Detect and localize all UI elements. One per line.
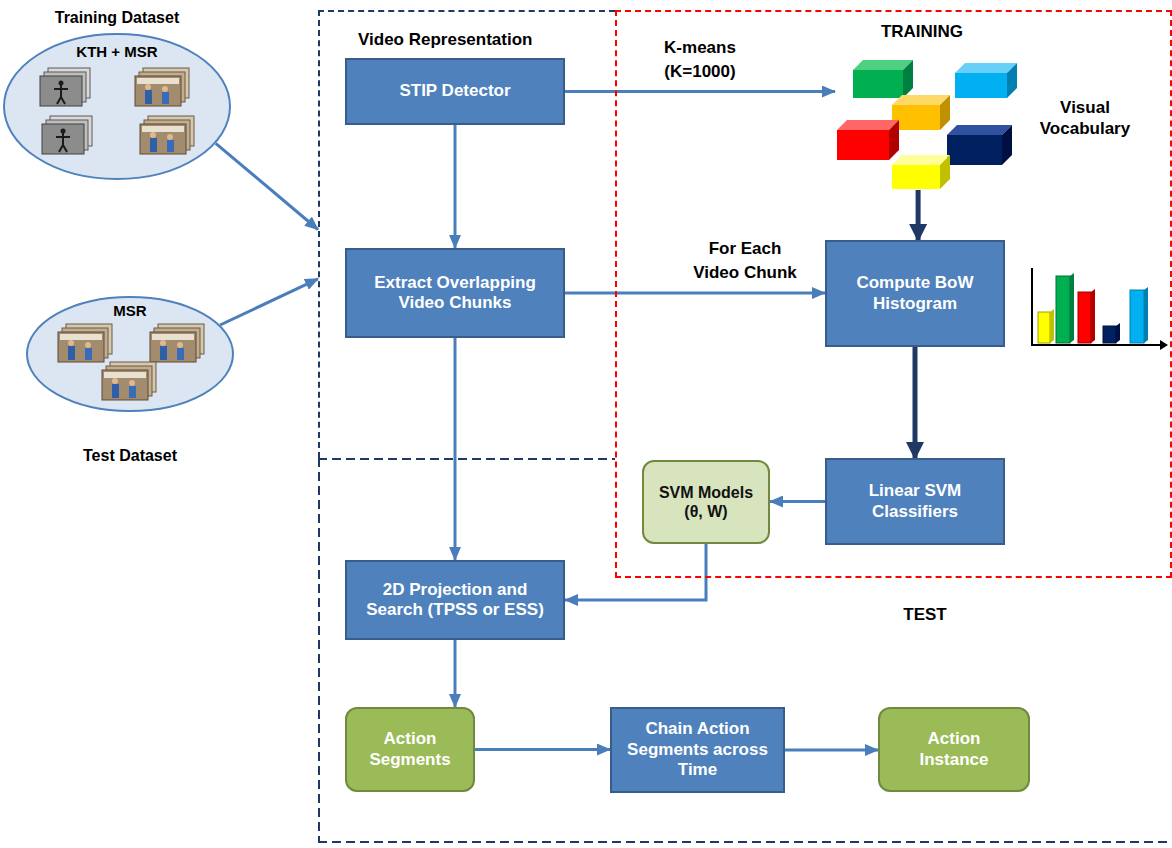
ellipse-fill	[4, 34, 230, 179]
ellipse-fill	[27, 297, 233, 411]
node-text: Extract Overlapping Video Chunks	[357, 273, 553, 314]
dashed-region: TEST 2D Projection and Search (TPSS or ES…	[318, 458, 1172, 843]
dataset-ellipse: MSRTest Dataset	[26, 296, 234, 412]
edge-label: K-means (K=1000)	[653, 36, 748, 84]
connector-arrow	[454, 125, 457, 248]
node-text: Training Dataset	[3, 8, 231, 27]
node-text: Video Representation	[358, 30, 598, 50]
connector-arrow	[565, 292, 825, 295]
cube	[892, 155, 950, 189]
cube	[947, 125, 1012, 165]
connector-arrow	[565, 90, 835, 93]
dashed-line	[318, 458, 1172, 842]
process-box: Chain Action Segments across Time	[610, 707, 785, 793]
dashed-region: Video RepresentationSTIP DetectorExtract…	[318, 10, 615, 458]
dashed-region: TRAINING Visual VocabularyCompute BoW His…	[615, 10, 1172, 578]
node-text: Linear SVM Classifiers	[837, 481, 993, 522]
result-box: Action Segments	[345, 707, 475, 792]
connector-arrow	[916, 190, 921, 240]
connector-arrow	[454, 640, 457, 707]
msr-frames	[140, 116, 194, 154]
vocabulary-group: Visual Vocabulary	[835, 55, 1135, 190]
kth-frames	[40, 68, 90, 106]
cube	[955, 63, 1017, 98]
node-text: SVM Models (θ, W)	[654, 483, 758, 521]
cube	[892, 95, 950, 130]
ellipse-line	[27, 297, 233, 411]
node-text: Visual Vocabulary	[1030, 97, 1140, 140]
process-box: Extract Overlapping Video Chunks	[345, 248, 565, 338]
dataset-ellipse: Training DatasetKTH + MSR	[3, 33, 231, 180]
msr-frames	[102, 362, 156, 400]
process-box: Compute BoW Histogram	[825, 240, 1005, 347]
connector-arrow	[216, 143, 318, 229]
connector-arrow	[770, 500, 825, 503]
node-text: 2D Projection and Search (TPSS or ESS)	[357, 580, 553, 621]
node-text: MSR	[80, 302, 180, 320]
process-box: STIP Detector	[345, 58, 565, 125]
connector-arrow	[475, 748, 610, 751]
node-text: Test Dataset	[26, 446, 234, 465]
node-text: Action Instance	[902, 729, 1006, 770]
msr-frames	[135, 68, 189, 106]
node-text: Compute BoW Histogram	[837, 273, 993, 314]
msr-frames	[150, 324, 204, 362]
histogram	[1032, 268, 1168, 350]
cube	[837, 120, 899, 160]
node-text: Chain Action Segments across Time	[622, 719, 773, 780]
node-text: TRAINING	[862, 22, 982, 42]
ellipse-line	[4, 34, 230, 179]
connector-arrow	[220, 279, 318, 325]
cube	[853, 60, 913, 98]
node-text: Action Segments	[369, 729, 451, 770]
node-text: STIP Detector	[399, 81, 510, 101]
result-box: Action Instance	[878, 707, 1030, 792]
process-box: 2D Projection and Search (TPSS or ESS)	[345, 560, 565, 640]
connector-arrow	[913, 347, 918, 458]
connector-arrow	[454, 338, 457, 560]
model-box: SVM Models (θ, W)	[642, 460, 770, 544]
edge-label: For Each Video Chunk	[688, 237, 803, 285]
connector-arrow	[785, 749, 878, 752]
msr-frames	[58, 324, 112, 362]
kth-frames	[42, 116, 92, 154]
node-text: TEST	[885, 605, 965, 625]
connector-arrow	[565, 544, 706, 600]
node-text: KTH + MSR	[43, 43, 191, 61]
process-box: Linear SVM Classifiers	[825, 458, 1005, 545]
